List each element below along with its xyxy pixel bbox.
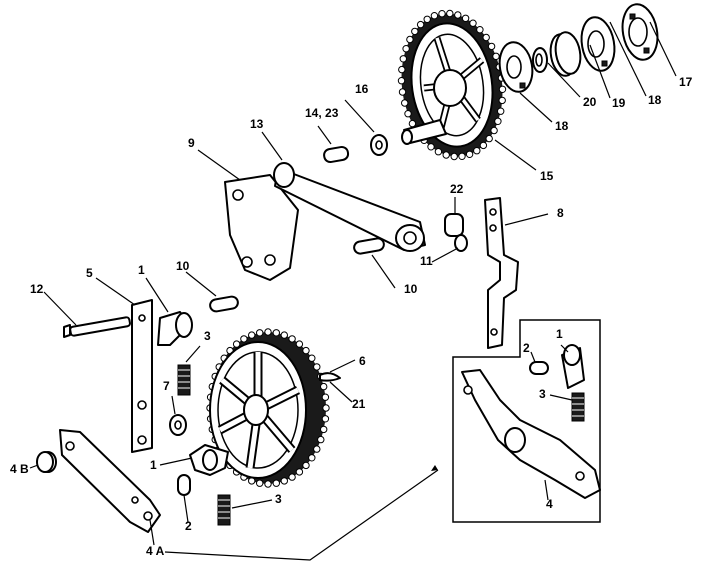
lower-left-parts xyxy=(36,429,231,533)
part-label-p22: 22 xyxy=(450,182,464,196)
part-label-p8: 8 xyxy=(557,206,564,220)
inset-detail xyxy=(452,319,601,523)
bracket-and-arm xyxy=(224,162,426,281)
part-label-p1c: 1 xyxy=(150,458,157,472)
part-label-p3b: 3 xyxy=(539,387,546,401)
left-bracket-parts xyxy=(63,299,193,453)
part-label-p3a: 3 xyxy=(204,329,211,343)
part-label-p18a: 18 xyxy=(648,93,662,107)
part-label-p13: 13 xyxy=(250,117,264,131)
part-label-p1b: 1 xyxy=(556,327,563,341)
part-label-p5: 5 xyxy=(86,266,93,280)
part-label-p18b: 18 xyxy=(555,119,569,133)
large-sprocket xyxy=(397,9,507,161)
spur-gear xyxy=(206,328,341,488)
part-label-p14-23: 14, 23 xyxy=(305,106,339,120)
part-label-p10b: 10 xyxy=(176,259,190,273)
bearing-washers xyxy=(498,3,659,93)
part-label-p10a: 10 xyxy=(404,282,418,296)
part-label-p19: 19 xyxy=(612,96,626,110)
part-label-p11: 11 xyxy=(420,254,433,268)
part-label-p17: 17 xyxy=(679,75,693,89)
part-label-p4b: 4 B xyxy=(10,462,29,476)
part-label-p9: 9 xyxy=(188,136,195,150)
part-label-p4a: 4 A xyxy=(146,544,165,558)
part-label-p15: 15 xyxy=(540,169,554,183)
part-label-p16: 16 xyxy=(355,82,369,96)
part-label-p7: 7 xyxy=(163,379,170,393)
part-label-p12: 12 xyxy=(30,282,44,296)
part-label-p1a: 1 xyxy=(138,263,145,277)
part-label-p2a: 2 xyxy=(523,341,530,355)
part-label-p4: 4 xyxy=(546,497,553,511)
part-label-p6: 6 xyxy=(359,354,366,368)
part-label-p3c: 3 xyxy=(275,492,282,506)
part-label-p21: 21 xyxy=(352,397,366,411)
part-label-p2b: 2 xyxy=(185,519,192,533)
part-label-p20: 20 xyxy=(583,95,597,109)
leader-lines xyxy=(29,21,677,561)
pins-and-spacers xyxy=(209,134,468,313)
linkage-plate xyxy=(484,197,519,349)
